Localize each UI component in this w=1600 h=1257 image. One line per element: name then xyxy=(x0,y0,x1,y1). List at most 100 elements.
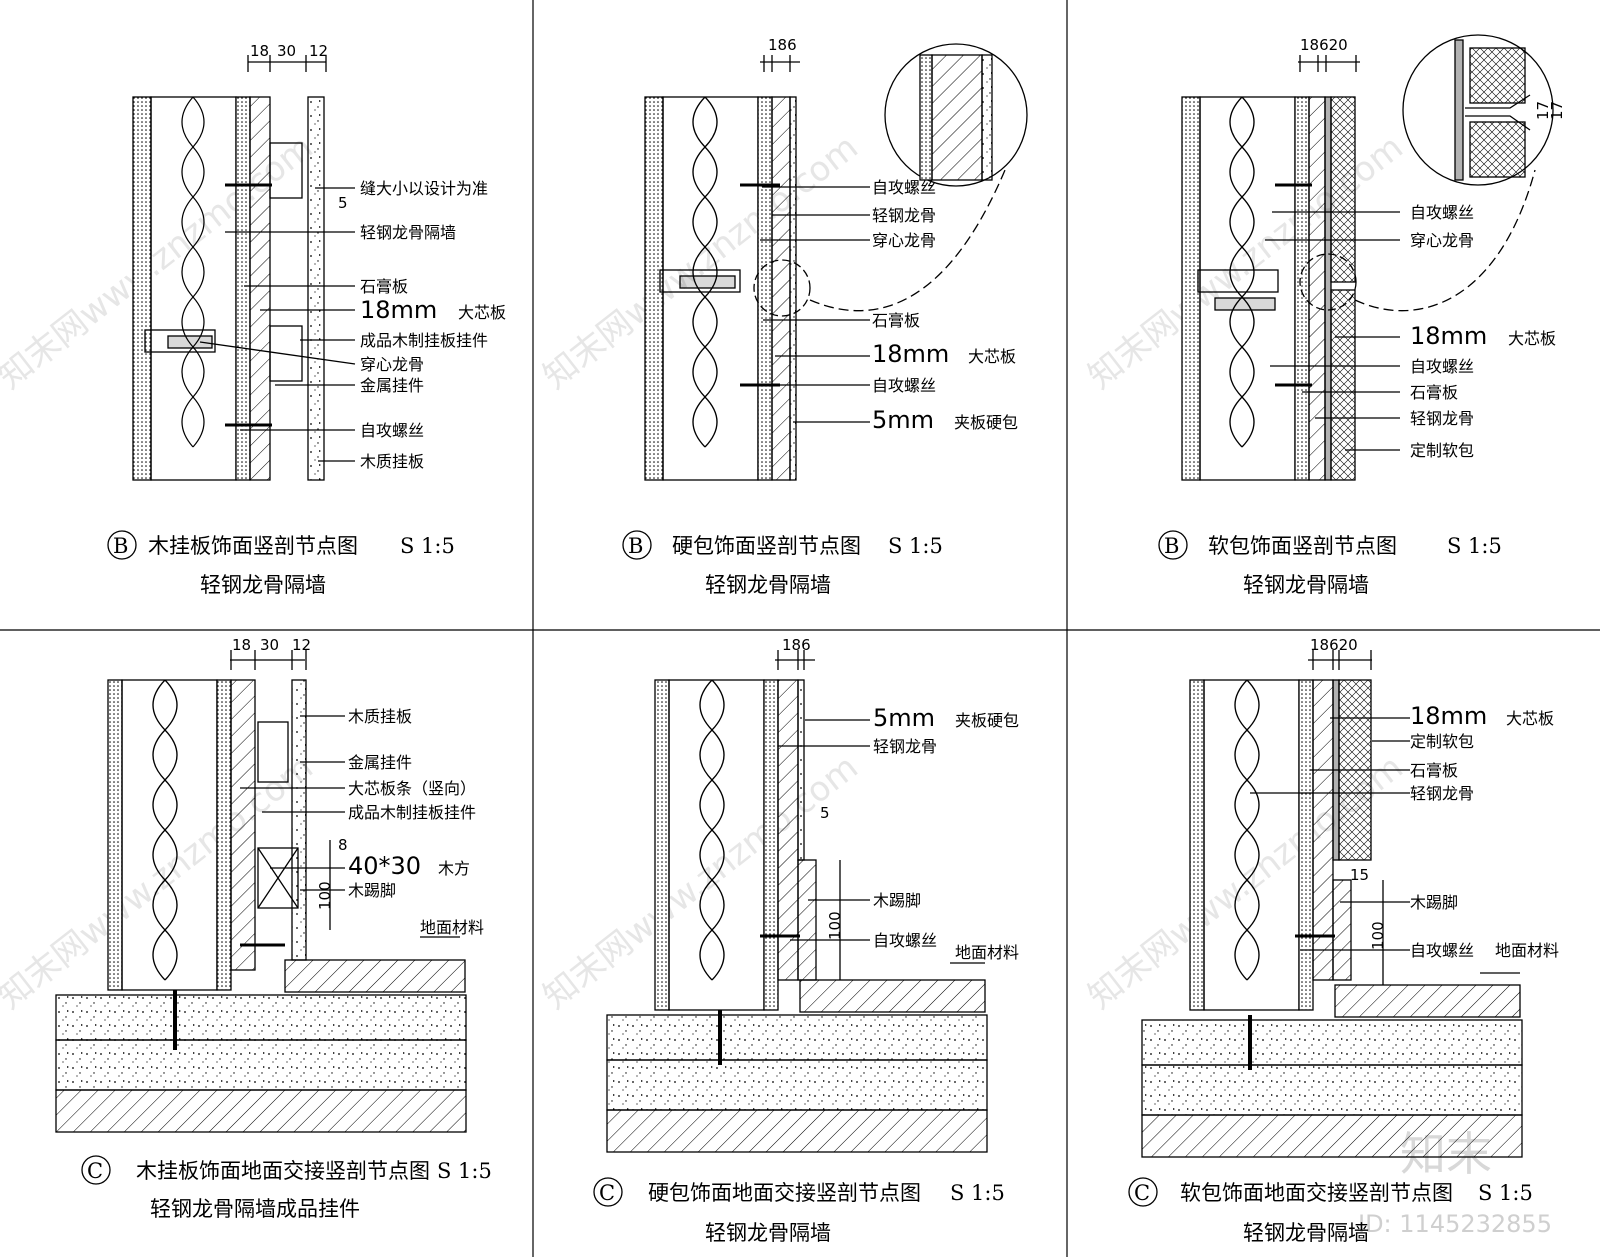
label-18mm: 18mm xyxy=(360,296,437,324)
label-5mm: 5mm xyxy=(872,406,934,434)
label-steel-keel: 轻钢龙骨 xyxy=(1410,784,1474,803)
label-screw: 自攻螺丝 xyxy=(360,421,424,440)
vdim-100: 100 xyxy=(316,881,334,910)
vdim-8: 8 xyxy=(338,836,348,854)
marker-letter: B xyxy=(628,534,643,558)
panel-title: 木挂板饰面竖剖节点图 xyxy=(148,534,358,558)
panel-title: 硬包饰面地面交接竖剖节点图 xyxy=(648,1181,921,1205)
marker-letter: C xyxy=(599,1181,615,1205)
panel-hard-floor-junction xyxy=(606,650,988,1153)
vdim-5: 5 xyxy=(820,804,830,822)
label-wood-board: 木质挂板 xyxy=(348,707,412,726)
label-gap: 缝大小以设计为准 xyxy=(360,179,488,198)
section-marker xyxy=(1128,1177,1158,1207)
panel-subtitle: 轻钢龙骨隔墙成品挂件 xyxy=(150,1197,360,1221)
label-floor: 地面材料 xyxy=(420,918,484,937)
section-marker xyxy=(107,530,137,560)
dim-12: 12 xyxy=(292,636,311,654)
label-gypsum: 石膏板 xyxy=(360,277,408,296)
panel-title: 硬包饰面竖剖节点图 xyxy=(672,534,861,558)
label-screw-top: 自攻螺丝 xyxy=(1410,203,1474,222)
panel-3-text: 18620 17 17 自攻螺丝 穿心龙骨 18mm 大芯板 自攻螺丝 石膏板 … xyxy=(1158,36,1566,597)
label-18mm: 18mm xyxy=(1410,702,1487,730)
label-plywood-hard: 夹板硬包 xyxy=(954,413,1018,432)
panel-subtitle: 轻钢龙骨隔墙 xyxy=(1243,573,1369,597)
label-skirting: 木踢脚 xyxy=(873,891,921,910)
panel-subtitle: 轻钢龙骨隔墙 xyxy=(200,573,326,597)
label-timber: 木方 xyxy=(438,859,470,878)
dim-18: 18 xyxy=(232,636,251,654)
label-5mm: 5mm xyxy=(873,704,935,732)
label-18mm: 18mm xyxy=(872,340,949,368)
dim-30: 30 xyxy=(260,636,279,654)
panel-title: 木挂板饰面地面交接竖剖节点图 xyxy=(136,1159,430,1183)
label-gypsum: 石膏板 xyxy=(1410,383,1458,402)
label-hanger: 成品木制挂板挂件 xyxy=(348,803,476,822)
label-40x30: 40*30 xyxy=(348,852,421,880)
label-plywood-hard: 夹板硬包 xyxy=(955,711,1019,730)
panel-wood-hanging-board xyxy=(132,55,356,481)
vdim-15: 15 xyxy=(1350,866,1369,884)
label-skirting: 木踢脚 xyxy=(348,881,396,900)
marker-letter: B xyxy=(113,534,128,558)
panel-soft-floor-junction xyxy=(1141,650,1523,1158)
label-blockboard: 大芯板 xyxy=(968,347,1016,366)
label-through-keel: 穿心龙骨 xyxy=(872,231,936,250)
panel-4-text: 18 30 12 8 100 木质挂板 金属挂件 大芯板条（竖向） 成品木制挂板… xyxy=(81,636,492,1221)
label-metal-hanger: 金属挂件 xyxy=(360,376,424,395)
label-screw: 自攻螺丝 xyxy=(1410,357,1474,376)
panel-scale: S 1:5 xyxy=(1447,534,1502,558)
label-steel-keel: 轻钢龙骨 xyxy=(873,737,937,756)
vdim-100: 100 xyxy=(1369,921,1387,950)
panel-subtitle: 轻钢龙骨隔墙 xyxy=(1243,1221,1369,1245)
dim-18: 18 xyxy=(250,42,269,60)
panel-6-text: 18620 15 100 18mm 大芯板 定制软包 石膏板 轻钢龙骨 木踢脚 … xyxy=(1128,636,1559,1245)
dim-186: 186 xyxy=(782,636,811,654)
detail-dim-17a: 17 xyxy=(1534,101,1552,120)
label-hanger: 成品木制挂板挂件 xyxy=(360,331,488,350)
label-floor: 地面材料 xyxy=(955,943,1019,962)
panel-title: 软包饰面地面交接竖剖节点图 xyxy=(1180,1181,1453,1205)
label-soft-package: 定制软包 xyxy=(1410,732,1474,751)
section-marker xyxy=(1158,530,1188,560)
vdim-100: 100 xyxy=(826,911,844,940)
marker-letter: B xyxy=(1164,534,1179,558)
section-marker xyxy=(81,1155,111,1185)
panel-hard-package xyxy=(644,43,1028,481)
panel-scale: S 1:5 xyxy=(888,534,943,558)
panel-1-text: 18 30 12 5 缝大小以设计为准 轻钢龙骨隔墙 石膏板 18mm 大芯板 … xyxy=(107,42,506,597)
id-label: ID: 1145232855 xyxy=(1358,1210,1552,1238)
label-soft-package: 定制软包 xyxy=(1410,441,1474,460)
detail-dim-17b: 17 xyxy=(1548,101,1566,120)
watermark-1: 知末网www.znzmo.com xyxy=(0,127,321,397)
label-through-keel: 穿心龙骨 xyxy=(1410,231,1474,250)
dim-18620: 18620 xyxy=(1300,36,1348,54)
dim-30: 30 xyxy=(277,42,296,60)
marker-letter: C xyxy=(87,1159,103,1183)
panel-subtitle: 轻钢龙骨隔墙 xyxy=(705,1221,831,1245)
panel-scale: S 1:5 xyxy=(437,1159,492,1183)
label-floor: 地面材料 xyxy=(1495,941,1559,960)
panel-title: 软包饰面竖剖节点图 xyxy=(1208,534,1397,558)
label-gypsum: 石膏板 xyxy=(872,311,920,330)
label-screw-top: 自攻螺丝 xyxy=(872,178,936,197)
panel-soft-package xyxy=(1181,34,1554,481)
label-metal-hanger: 金属挂件 xyxy=(348,753,412,772)
label-gypsum: 石膏板 xyxy=(1410,761,1458,780)
marker-letter: C xyxy=(1134,1181,1150,1205)
dim-12: 12 xyxy=(309,42,328,60)
label-blockboard: 大芯板 xyxy=(458,303,506,322)
panel-2-text: 186 自攻螺丝 轻钢龙骨 穿心龙骨 石膏板 18mm 大芯板 自攻螺丝 5mm… xyxy=(622,36,1018,597)
label-board-strip: 大芯板条（竖向） xyxy=(348,779,476,798)
label-through-keel: 穿心龙骨 xyxy=(360,355,424,374)
panel-scale: S 1:5 xyxy=(1478,1181,1533,1205)
label-steel-partition: 轻钢龙骨隔墙 xyxy=(360,223,456,242)
label-screw: 自攻螺丝 xyxy=(1410,941,1474,960)
label-blockboard: 大芯板 xyxy=(1508,329,1556,348)
dim-5: 5 xyxy=(338,194,348,212)
watermark-3: 知末网www.znzmo.com xyxy=(1081,127,1411,397)
label-steel-keel: 轻钢龙骨 xyxy=(872,206,936,225)
label-18mm: 18mm xyxy=(1410,322,1487,350)
label-blockboard: 大芯板 xyxy=(1506,709,1554,728)
panel-wood-floor-junction xyxy=(55,650,467,1133)
